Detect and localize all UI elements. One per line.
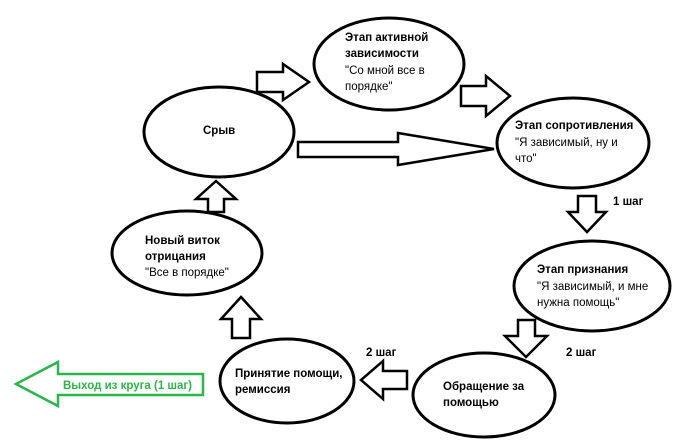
node-acceptance: Этап признания "Я зависимый, и мне нужна… <box>512 239 672 333</box>
node-relapse-title: Срыв <box>203 125 235 137</box>
node-active-dependence: Этап активной зависимости "Со мной все в… <box>312 16 466 112</box>
node-remission: Принятие помощи, ремиссия <box>218 337 356 425</box>
node-acceptance-title: Этап признания <box>537 264 628 276</box>
arrow-active-to-resistance <box>459 73 512 119</box>
step-label-2-right: 2 шаг <box>566 347 597 359</box>
node-remission-line-2: ремиссия <box>235 384 290 396</box>
arrow-relapse-to-active <box>255 61 312 103</box>
node-denial: Новый виток отрицания "Все в порядке" <box>110 209 264 297</box>
step-label-2-left: 2 шаг <box>366 347 397 359</box>
node-acceptance-quote-1: "Я зависимый, и мне <box>537 281 648 293</box>
node-resistance: Этап сопротивления "Я зависимый, ну и чт… <box>495 96 651 190</box>
step-label-1: 1 шаг <box>613 196 644 208</box>
node-seeking-help: Обращение за помощью <box>411 351 557 439</box>
node-resistance-quote-1: "Я зависимый, ну и <box>515 137 618 149</box>
exit-circle-arrow: Выход из круга (1 шаг) <box>13 359 205 409</box>
node-acceptance-quote-2: нужна помощь" <box>537 297 619 309</box>
node-active-title-2: зависимости <box>345 48 419 60</box>
node-seeking-help-line-1: Обращение за <box>443 381 525 393</box>
node-remission-line-1: Принятие помощи, <box>235 368 342 380</box>
arrow-remission-to-denial <box>218 295 264 340</box>
arrow-resistance-to-acceptance <box>565 194 609 234</box>
exit-arrow-shape <box>13 359 205 409</box>
node-resistance-quote-2: что" <box>515 153 537 165</box>
arrow-seeking-help-to-remission <box>359 358 409 402</box>
node-relapse: Срыв <box>142 85 296 179</box>
node-denial-title-1: Новый виток <box>145 235 220 247</box>
exit-label: Выход из круга (1 шаг) <box>63 380 192 392</box>
node-active-quote-1: "Со мной все в <box>345 65 425 77</box>
arrow-acceptance-to-seeking-help <box>501 318 551 359</box>
node-resistance-title: Этап сопротивления <box>515 120 633 132</box>
node-denial-title-2: отрицания <box>145 251 206 263</box>
node-active-title-1: Этап активной <box>345 32 428 44</box>
arrow-denial-to-relapse <box>192 179 240 214</box>
node-denial-quote: "Все в порядке" <box>145 267 229 279</box>
arrow-relapse-to-resistance-long <box>296 131 495 167</box>
node-seeking-help-line-2: помощью <box>443 397 499 409</box>
node-active-quote-2: порядке" <box>345 81 392 93</box>
